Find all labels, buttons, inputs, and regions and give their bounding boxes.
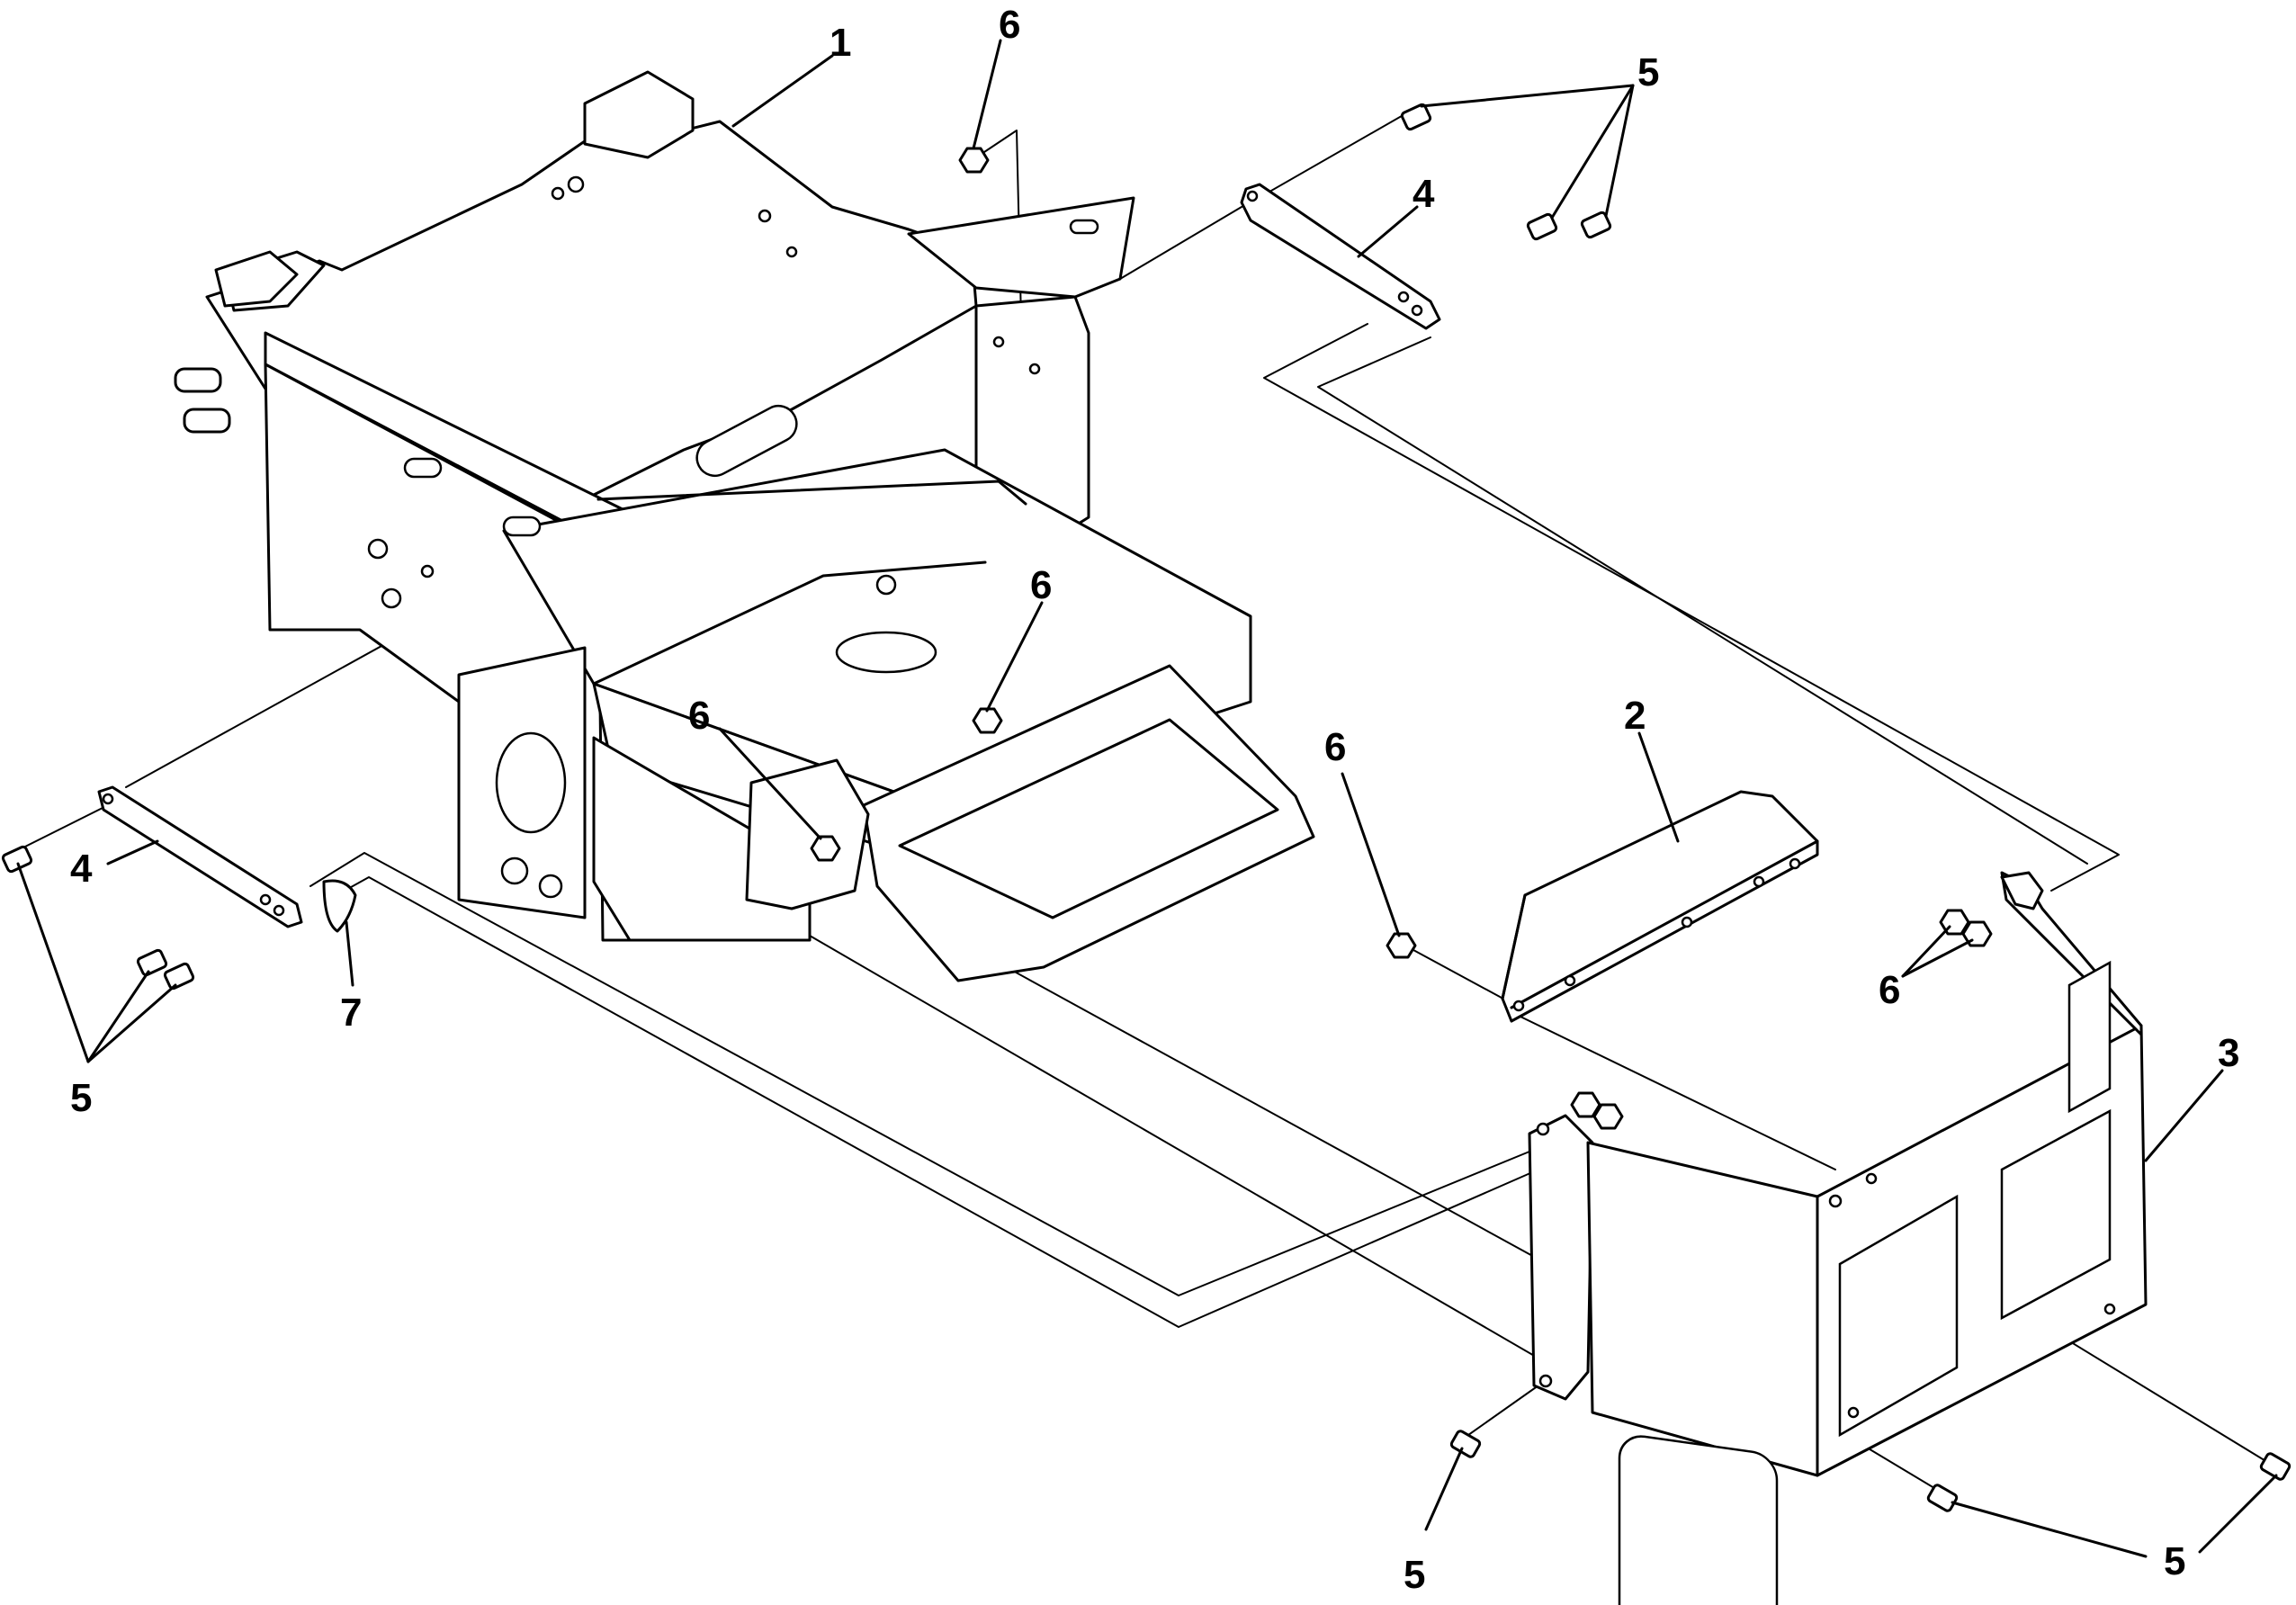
nut-6 [958,147,990,174]
bolt-5 [1926,1484,1959,1512]
callout-5-bottom-right: 5 [2164,1539,2185,1583]
leader-lines [16,39,2278,1558]
clip-part-7 [322,879,357,933]
callout-6-mid: 6 [1030,563,1052,607]
callout-5-left: 5 [70,1076,92,1120]
callout-6-center: 6 [1324,725,1346,769]
callout-7: 7 [340,991,362,1035]
callout-2: 2 [1624,694,1646,738]
bolt-5 [1,845,33,874]
callout-4-right: 4 [1413,172,1435,216]
callout-1: 1 [830,21,851,65]
bumper-bracket-part-3 [1528,871,2148,1605]
side-bracket-part-4-right [1240,183,1441,330]
bolt-5 [2259,1452,2292,1481]
bolt-5 [1526,212,1558,241]
plate-part-2 [1501,790,1819,1023]
fasteners [1,103,2292,1512]
bolt-5 [136,948,168,977]
bolt-5 [163,962,195,991]
callout-5-top: 5 [1637,50,1659,94]
callout-5-bottom-left: 5 [1404,1553,1425,1597]
nut-6 [1386,932,1417,959]
bolt-5 [1580,211,1612,239]
callout-6-top: 6 [999,3,1020,47]
nut-6 [1570,1091,1601,1118]
callout-4-left: 4 [70,847,93,891]
callout-3: 3 [2218,1031,2239,1075]
main-frame-part-1 [174,70,1315,982]
side-bracket-part-4-left [97,785,303,928]
callout-6-left-mid: 6 [688,694,710,738]
nut-6 [972,707,1003,734]
bolt-5 [1400,103,1432,131]
bolt-5 [1449,1430,1482,1458]
callout-6-right: 6 [1879,968,1900,1012]
nut-6 [1592,1103,1624,1130]
nut-6 [810,835,841,862]
callout-labels: 1 6 5 4 6 6 2 6 3 6 4 5 7 5 5 [70,3,2239,1597]
